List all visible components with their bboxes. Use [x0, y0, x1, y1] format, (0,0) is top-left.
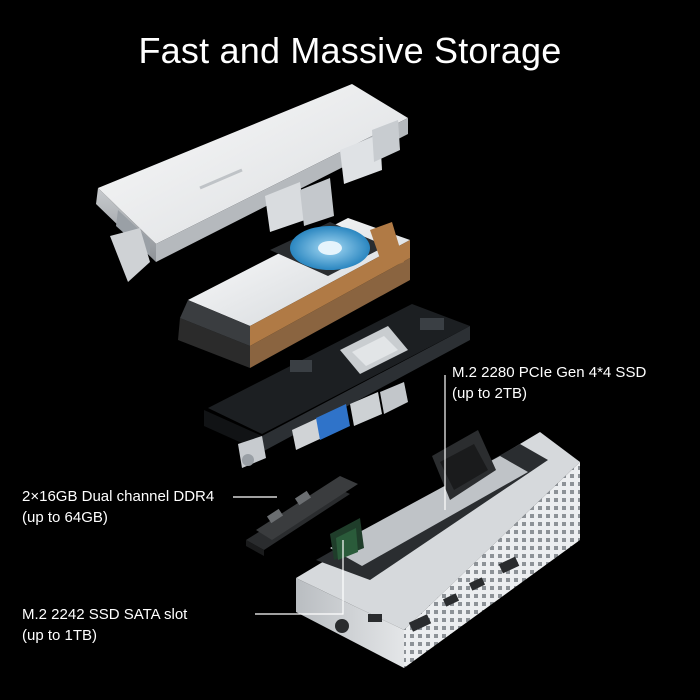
cooler-heatsink: [178, 218, 410, 368]
sata-ssd-leader-line: [255, 540, 344, 615]
callout-sata-ssd-line1: M.2 2242 SSD SATA slot: [22, 606, 188, 623]
callout-sata-ssd: M.2 2242 SSD SATA slot (up to 1TB): [22, 604, 187, 646]
motherboard: [204, 304, 470, 468]
callout-pcie-ssd-line1: M.2 2280 PCIe Gen 4*4 SSD: [452, 364, 647, 381]
callout-ddr4: 2×16GB Dual channel DDR4 (up to 64GB): [22, 486, 214, 528]
base-chassis: [296, 430, 580, 668]
top-lid: [96, 84, 408, 282]
callout-ddr4-line1: 2×16GB Dual channel DDR4: [22, 488, 215, 505]
callout-leader-lines: [233, 375, 446, 615]
callout-pcie-ssd-line2: (up to 2TB): [452, 385, 528, 402]
callout-ddr4-line2: (up to 64GB): [22, 509, 108, 526]
callout-sata-ssd-line2: (up to 1TB): [22, 627, 98, 644]
callout-pcie-ssd: M.2 2280 PCIe Gen 4*4 SSD (up to 2TB): [452, 362, 646, 404]
ddr4-ram-modules: [246, 476, 358, 556]
page-title: Fast and Massive Storage: [138, 30, 562, 71]
